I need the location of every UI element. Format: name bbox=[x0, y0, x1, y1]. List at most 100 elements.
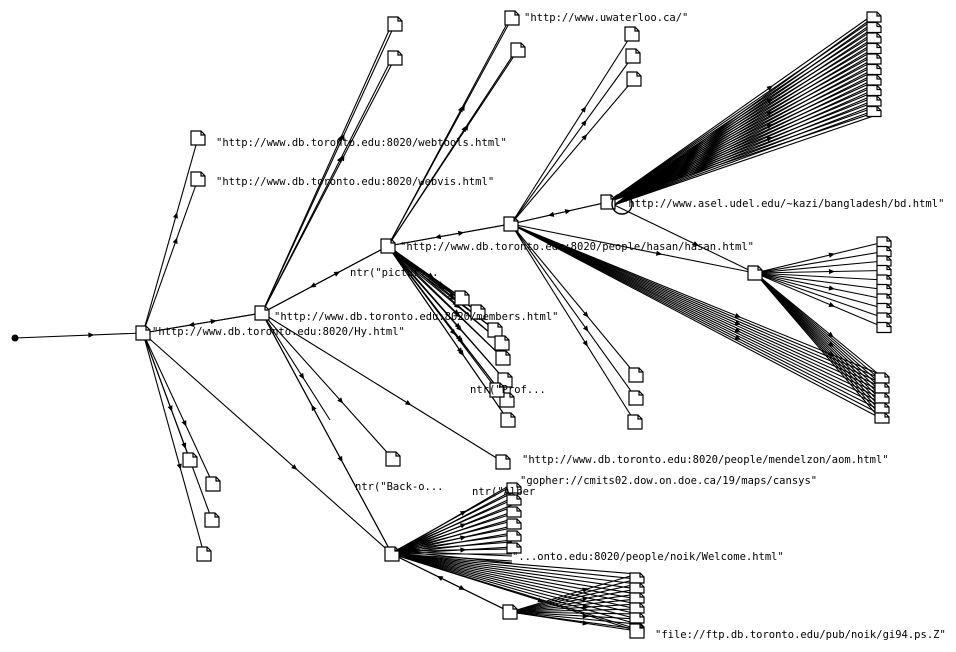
page-node[interactable] bbox=[866, 42, 882, 55]
graph-edge bbox=[391, 553, 638, 630]
root-node[interactable] bbox=[11, 334, 19, 342]
page-node[interactable] bbox=[629, 572, 645, 584]
graph-edge bbox=[261, 312, 393, 555]
page-node[interactable] bbox=[627, 414, 643, 430]
graph-edge bbox=[510, 223, 883, 404]
page-node[interactable] bbox=[502, 604, 518, 620]
edge-arrowhead bbox=[449, 328, 456, 336]
page-node[interactable] bbox=[495, 350, 511, 366]
page-node[interactable] bbox=[874, 402, 890, 414]
page-node[interactable] bbox=[876, 302, 892, 315]
page-node[interactable] bbox=[866, 74, 882, 86]
page-node[interactable] bbox=[506, 506, 522, 518]
edge-arrowhead bbox=[172, 237, 178, 245]
page-node[interactable] bbox=[629, 612, 645, 624]
page-node[interactable] bbox=[487, 322, 503, 338]
page-node[interactable] bbox=[506, 482, 522, 494]
page-node[interactable] bbox=[876, 321, 892, 334]
page-node[interactable] bbox=[629, 592, 645, 604]
page-node[interactable] bbox=[629, 582, 645, 594]
page-node[interactable] bbox=[874, 412, 890, 424]
node-label: "...onto.edu:8020/people/noik/Welcome.ht… bbox=[512, 551, 784, 563]
document-icon bbox=[500, 412, 516, 428]
page-node[interactable] bbox=[205, 476, 221, 492]
page-node[interactable] bbox=[876, 312, 892, 324]
graph-edge bbox=[607, 91, 875, 203]
page-node[interactable] bbox=[387, 50, 403, 66]
edge-arrowhead bbox=[449, 294, 456, 301]
page-node[interactable] bbox=[506, 494, 522, 506]
graph-edge bbox=[142, 332, 393, 555]
page-node[interactable] bbox=[380, 238, 396, 254]
page-node[interactable] bbox=[866, 105, 882, 118]
graph-edge bbox=[607, 18, 875, 203]
edge-arrowhead bbox=[581, 134, 588, 141]
page-node[interactable] bbox=[629, 602, 645, 614]
page-node[interactable] bbox=[506, 518, 522, 530]
edge-arrowhead bbox=[457, 337, 464, 344]
page-node[interactable] bbox=[500, 412, 516, 428]
edge-arrowhead bbox=[458, 349, 464, 357]
page-node[interactable] bbox=[629, 623, 645, 639]
document-icon bbox=[506, 506, 522, 518]
document-icon bbox=[506, 530, 522, 542]
page-node[interactable] bbox=[876, 236, 892, 248]
page-node[interactable] bbox=[874, 382, 890, 394]
page-node[interactable] bbox=[876, 245, 892, 258]
page-node[interactable] bbox=[624, 26, 640, 42]
page-node[interactable] bbox=[510, 42, 526, 58]
page-node[interactable] bbox=[628, 367, 644, 383]
page-node[interactable] bbox=[866, 95, 882, 107]
page-node[interactable] bbox=[503, 216, 519, 232]
page-node[interactable] bbox=[628, 390, 644, 406]
page-node[interactable] bbox=[866, 63, 882, 76]
graph-edge bbox=[509, 573, 638, 613]
page-node[interactable] bbox=[747, 265, 763, 281]
page-node[interactable] bbox=[182, 452, 198, 468]
page-node[interactable] bbox=[506, 542, 522, 554]
page-node[interactable] bbox=[866, 32, 882, 44]
page-node[interactable] bbox=[254, 305, 270, 321]
page-node[interactable] bbox=[876, 293, 892, 305]
page-node[interactable] bbox=[387, 16, 403, 32]
page-node[interactable] bbox=[506, 530, 522, 542]
document-icon bbox=[866, 42, 882, 55]
page-node[interactable] bbox=[866, 53, 882, 65]
page-node[interactable] bbox=[489, 382, 505, 398]
page-node[interactable] bbox=[876, 255, 892, 267]
page-node[interactable] bbox=[866, 21, 882, 34]
edge-arrowhead bbox=[692, 241, 700, 247]
document-icon bbox=[503, 216, 519, 232]
page-node[interactable] bbox=[504, 10, 520, 26]
page-node[interactable] bbox=[866, 84, 882, 97]
page-node[interactable] bbox=[454, 290, 470, 306]
page-node[interactable] bbox=[470, 304, 486, 320]
page-node[interactable] bbox=[874, 372, 890, 384]
document-icon bbox=[625, 48, 641, 64]
page-node[interactable] bbox=[196, 546, 212, 562]
page-node[interactable] bbox=[190, 171, 206, 187]
page-node[interactable] bbox=[495, 454, 511, 470]
graph-edge bbox=[391, 251, 509, 421]
page-node[interactable] bbox=[874, 392, 890, 404]
page-node[interactable] bbox=[626, 71, 642, 87]
page-node[interactable] bbox=[384, 546, 400, 562]
graph-edge bbox=[613, 94, 875, 206]
page-node[interactable] bbox=[876, 283, 892, 296]
edge-arrowhead bbox=[456, 325, 463, 332]
node-label: "gopher://cmits02.dow.on.doe.ca/19/maps/… bbox=[520, 475, 817, 487]
page-node[interactable] bbox=[876, 264, 892, 277]
page-node[interactable] bbox=[190, 130, 206, 146]
document-icon bbox=[866, 95, 882, 107]
page-node[interactable] bbox=[876, 274, 892, 286]
page-node[interactable] bbox=[625, 48, 641, 64]
page-node[interactable] bbox=[385, 451, 401, 467]
page-node[interactable] bbox=[494, 335, 510, 351]
graph-edge bbox=[510, 223, 883, 376]
graph-edge bbox=[261, 312, 394, 460]
page-node[interactable] bbox=[866, 11, 882, 23]
graph-edge bbox=[509, 588, 638, 613]
page-node[interactable] bbox=[135, 325, 151, 341]
page-node[interactable] bbox=[204, 512, 220, 528]
graph-edge bbox=[754, 272, 885, 281]
